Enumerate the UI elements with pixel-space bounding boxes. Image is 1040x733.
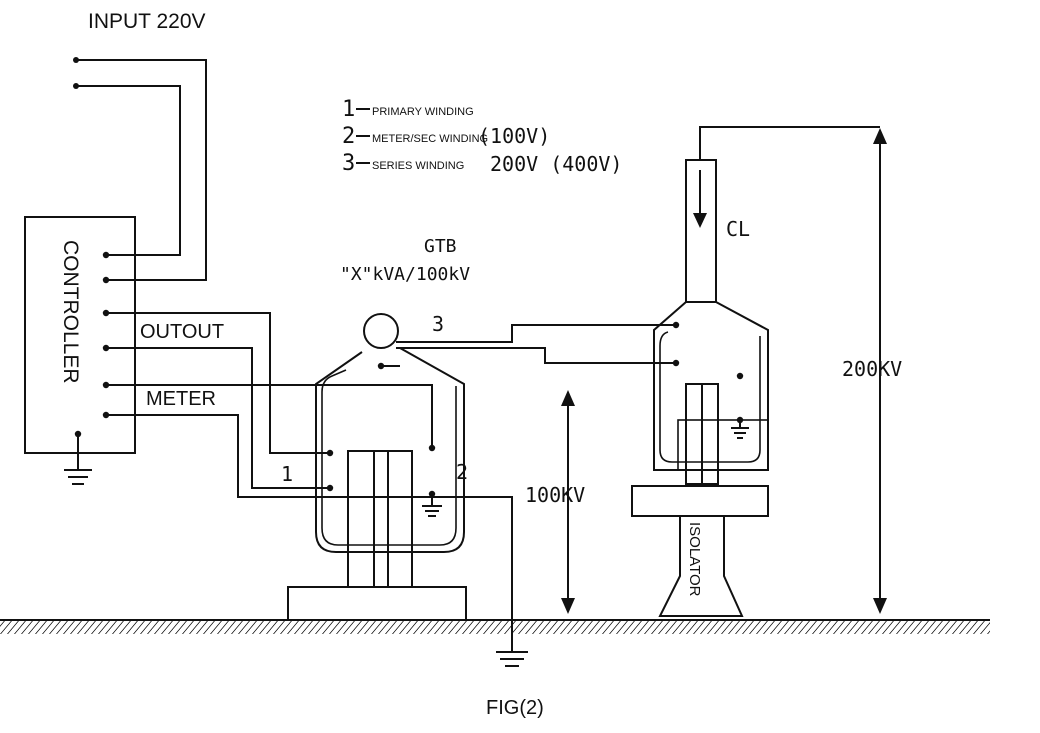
controller-wires — [106, 312, 513, 640]
gtb-title: GTB — [424, 236, 457, 257]
legend-text-2: METER/SEC WINDING — [372, 133, 488, 145]
controller-box — [24, 216, 136, 454]
ground-floor — [0, 619, 990, 634]
legend-text-1: PRIMARY WINDING — [372, 106, 474, 118]
gtb-transformer — [287, 313, 467, 621]
legend-num-1: 1 — [342, 97, 355, 122]
test-ground-icon — [731, 420, 749, 439]
controller-ground-icon — [64, 434, 92, 485]
winding-1-label: 1 — [281, 462, 293, 486]
legend-num-3: 3 — [342, 151, 355, 176]
winding-2-label: 2 — [456, 460, 468, 484]
gtb-ground-icon — [422, 494, 442, 517]
controller-label: CONTROLLER — [59, 240, 82, 384]
legend-value-3: 200V (400V) — [490, 152, 622, 176]
cl-label: CL — [726, 217, 750, 241]
winding-legend: 1 PRIMARY WINDING 2 METER/SEC WINDING (1… — [342, 97, 622, 176]
earth-ground-icon — [496, 634, 528, 667]
test-transformer — [631, 126, 880, 517]
dimension-200kv — [873, 128, 887, 614]
dimension-100kv — [561, 390, 575, 614]
legend-text-3: SERIES WINDING — [372, 160, 464, 172]
voltage-200kv-label: 200KV — [842, 357, 902, 381]
voltage-100kv-label: 100KV — [525, 483, 585, 507]
gtb-rating: "X"kVA/100kV — [340, 264, 470, 285]
meter-label: METER — [146, 388, 216, 410]
input-wires — [73, 57, 207, 281]
input-label: INPUT 220V — [88, 10, 206, 33]
output-label: OUTOUT — [140, 321, 224, 343]
legend-num-2: 2 — [342, 124, 355, 149]
winding-3-label: 3 — [432, 312, 444, 336]
isolator — [658, 516, 744, 617]
series-wires — [381, 324, 676, 367]
legend-value-2: (100V) — [478, 124, 550, 148]
isolator-label: ISOLATOR — [686, 522, 703, 597]
figure-caption: FIG(2) — [486, 697, 544, 719]
